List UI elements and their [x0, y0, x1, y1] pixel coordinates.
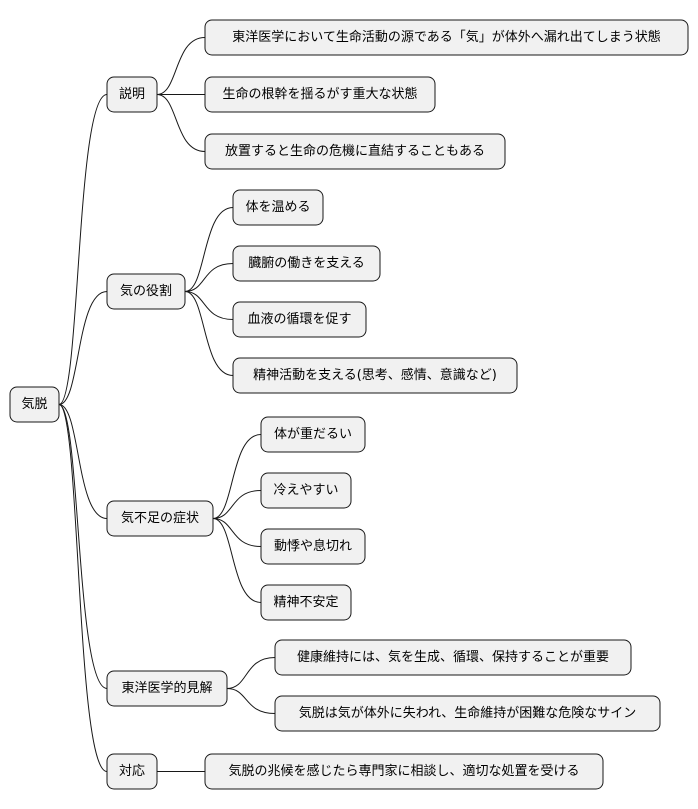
leaf-label: 臓腑の働きを支える [248, 255, 365, 271]
leaf-label: 冷えやすい [273, 483, 338, 498]
connector-line [226, 657, 276, 689]
leaf-label: 健康維持には、気を生成、循環、保持することが重要 [297, 649, 609, 665]
connector-line [184, 291, 234, 376]
connector-line [58, 291, 108, 405]
leaf-node: 臓腑の働きを支える [232, 245, 381, 282]
leaf-label: 生命の根幹を揺るがす重大な状態 [222, 86, 417, 102]
leaf-label: 体を温める [245, 200, 310, 215]
leaf-node: 放置すると生命の危機に直結することもある [204, 133, 506, 170]
connector-line [156, 37, 206, 95]
leaf-node: 東洋医学において生命活動の源である「気」が体外へ漏れ出てしまう状態 [204, 19, 689, 56]
leaf-label: 体が重だるい [274, 426, 352, 442]
connector-line [58, 404, 108, 772]
branch-label: 対応 [119, 764, 145, 779]
branch-label: 説明 [119, 86, 145, 102]
branch-label: 気不足の症状 [121, 510, 199, 526]
connector-line [184, 207, 234, 292]
connector-line [212, 518, 262, 547]
connector-line [184, 291, 234, 320]
leaf-label: 精神不安定 [273, 595, 338, 610]
leaf-node: 冷えやすい [260, 472, 352, 509]
leaf-node: 気脱は気が体外に失われ、生命維持が困難な危険なサイン [274, 695, 661, 732]
leaf-label: 気脱の兆候を感じたら専門家に相談し、適切な処置を受ける [228, 763, 579, 779]
leaf-label: 東洋医学において生命活動の源である「気」が体外へ漏れ出てしまう状態 [232, 29, 660, 45]
edges-layer [58, 37, 276, 772]
connector-line [156, 94, 206, 152]
leaf-node: 精神不安定 [260, 584, 352, 621]
leaf-label: 血液の循環を促す [247, 312, 351, 327]
branch-node-taiou: 対応 [106, 753, 158, 790]
branch-node-ki-no-yakuwari: 気の役割 [106, 273, 186, 310]
branch-label: 東洋医学的見解 [121, 680, 212, 696]
branch-node-ki-busoku-no-shoujou: 気不足の症状 [106, 500, 214, 537]
connector-line [212, 434, 262, 519]
leaf-label: 動悸や息切れ [274, 538, 352, 554]
leaf-node: 気脱の兆候を感じたら専門家に相談し、適切な処置を受ける [204, 753, 604, 790]
connector-line [184, 263, 234, 292]
leaf-node: 生命の根幹を揺るがす重大な状態 [204, 76, 436, 113]
connector-line [58, 404, 108, 519]
root-label: 気脱 [21, 396, 47, 412]
connector-line [212, 490, 262, 519]
root-node: 気脱 [9, 386, 60, 423]
leaf-node: 健康維持には、気を生成、循環、保持することが重要 [274, 639, 632, 676]
branch-label: 気の役割 [120, 283, 172, 299]
connector-line [58, 94, 108, 405]
leaf-node: 血液の循環を促す [232, 301, 367, 338]
leaf-label: 精神活動を支える(思考、感情、意識など) [253, 367, 497, 383]
leaf-node: 動悸や息切れ [260, 528, 366, 565]
connector-line [226, 688, 276, 714]
leaf-node: 体を温める [232, 189, 324, 226]
leaf-label: 気脱は気が体外に失われ、生命維持が困難な危険なサイン [299, 705, 636, 721]
branch-node-touyou-igakuteki-kenkai: 東洋医学的見解 [106, 670, 228, 707]
connector-line [212, 518, 262, 603]
leaf-node: 精神活動を支える(思考、感情、意識など) [232, 357, 518, 394]
connector-line [58, 404, 108, 689]
branch-node-setsumei: 説明 [106, 76, 158, 113]
leaf-node: 体が重だるい [260, 416, 366, 453]
leaf-label: 放置すると生命の危機に直結することもある [225, 143, 485, 159]
